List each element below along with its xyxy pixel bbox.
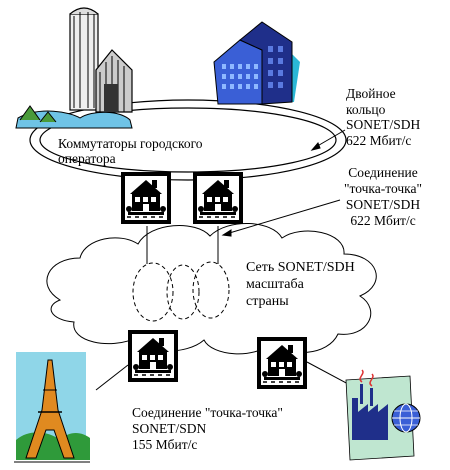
silo-barn-clipart (15, 7, 133, 129)
label-national-network: Сеть SONET/SDH масштаба страны (246, 260, 355, 309)
dashed-connections (132, 261, 230, 322)
label-city-operator-switches: Коммутаторы городского оператора (58, 136, 203, 166)
factory-globe-clipart (345, 369, 421, 461)
label-point-to-point-622: Соединение "точка-точка" SONET/SDH 622 М… (344, 165, 423, 228)
house-node-1 (120, 171, 172, 225)
label-dual-ring: Двойное кольцо SONET/SDH 622 Мбит/с (346, 86, 421, 148)
drop-lines (146, 226, 219, 264)
house-node-3 (127, 329, 179, 383)
dual-ring (29, 99, 347, 181)
eiffel-tower-clipart (14, 352, 90, 463)
house-node-4 (256, 336, 308, 390)
lower-links (95, 361, 351, 391)
house-node-2 (192, 171, 244, 225)
pointer-lines (221, 129, 346, 237)
label-point-to-point-155: Соединение "точка-точка" SONET/SDN 155 М… (132, 405, 283, 452)
blue-office-building-clipart (213, 21, 300, 105)
